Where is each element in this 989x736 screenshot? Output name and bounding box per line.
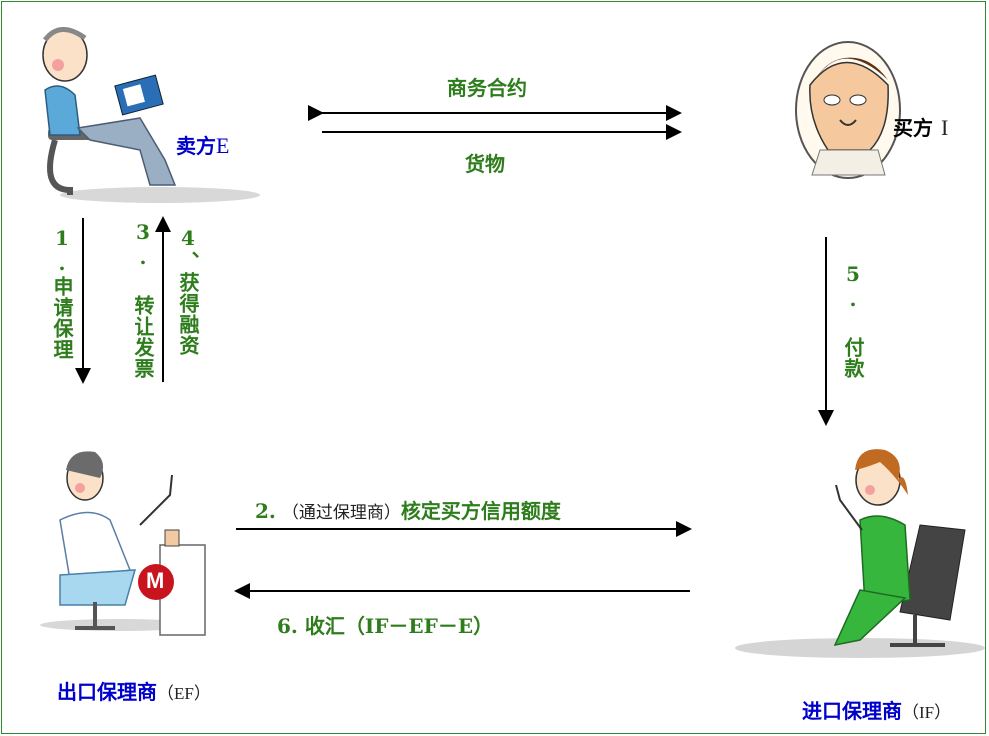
export-factor-illustration (40, 451, 206, 636)
seller-illustration (42, 27, 260, 203)
buyer-label: 买方 I (893, 112, 948, 141)
export-factor-label-suffix: （EF） (157, 684, 211, 703)
import-factor-label: 进口保理商（IF） (802, 695, 951, 724)
step3-label: 3. 转让发票 (131, 220, 155, 379)
step1-label: 1.申请保理 (50, 226, 74, 360)
import-factor-label-suffix: （IF） (902, 703, 952, 722)
seller-label-suffix: E (216, 133, 230, 158)
step5-label: 5. 付款 (841, 262, 865, 379)
import-factor-illustration (735, 449, 985, 658)
step2-paren: （通过保理商） (281, 503, 401, 522)
step6-label: 6. 收汇（IF－EF－E） (277, 614, 494, 638)
step4-label: 4、获得融资 (176, 226, 200, 356)
contract-label: 商务合约 (447, 76, 527, 100)
bank-logo: M (146, 568, 165, 593)
seller-label-main: 卖方 (176, 134, 216, 158)
export-factor-label: 出口保理商（EF） (57, 676, 211, 705)
step2-text: 核定买方信用额度 (400, 499, 561, 523)
buyer-label-suffix: I (941, 115, 949, 140)
import-factor-label-main: 进口保理商 (802, 699, 902, 723)
step2-number: 2. (255, 499, 276, 523)
buyer-illustration (795, 41, 901, 179)
export-factor-label-main: 出口保理商 (57, 680, 157, 704)
goods-label: 货物 (465, 152, 505, 176)
step2-label: 2. （通过保理商）核定买方信用额度 (255, 495, 561, 524)
seller-label: 卖方E (176, 130, 229, 159)
buyer-label-main: 买方 (893, 116, 933, 140)
